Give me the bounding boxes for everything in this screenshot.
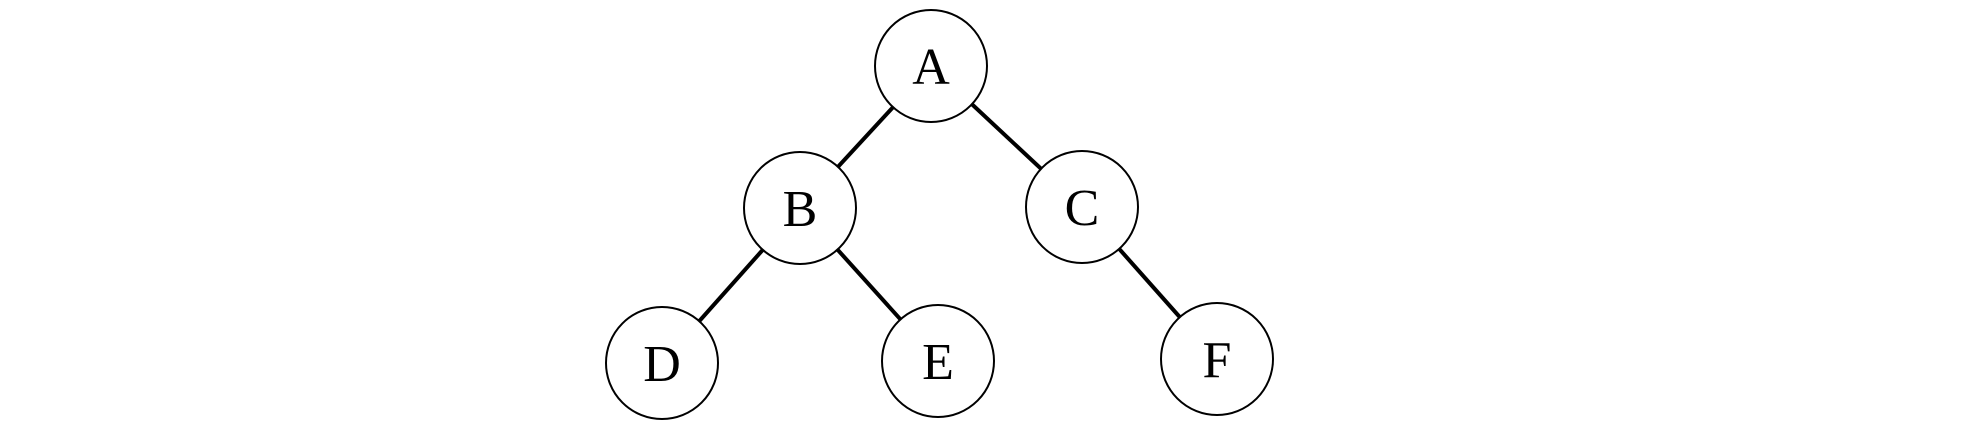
node-f: F bbox=[1160, 302, 1274, 416]
node-e: E bbox=[881, 304, 995, 418]
node-c: C bbox=[1025, 150, 1139, 264]
node-b-label: B bbox=[783, 181, 818, 238]
node-a: A bbox=[874, 9, 988, 123]
node-d-label: D bbox=[643, 336, 681, 393]
node-f-label: F bbox=[1203, 332, 1232, 389]
node-e-circle bbox=[881, 304, 995, 418]
node-f-circle bbox=[1160, 302, 1274, 416]
node-c-circle bbox=[1025, 150, 1139, 264]
node-c-label: C bbox=[1065, 180, 1100, 237]
node-a-label: A bbox=[912, 39, 950, 96]
node-b: B bbox=[743, 151, 857, 265]
node-b-circle bbox=[743, 151, 857, 265]
node-a-circle bbox=[874, 9, 988, 123]
node-e-label: E bbox=[922, 334, 954, 391]
node-d-circle bbox=[605, 306, 719, 420]
node-d: D bbox=[605, 306, 719, 420]
